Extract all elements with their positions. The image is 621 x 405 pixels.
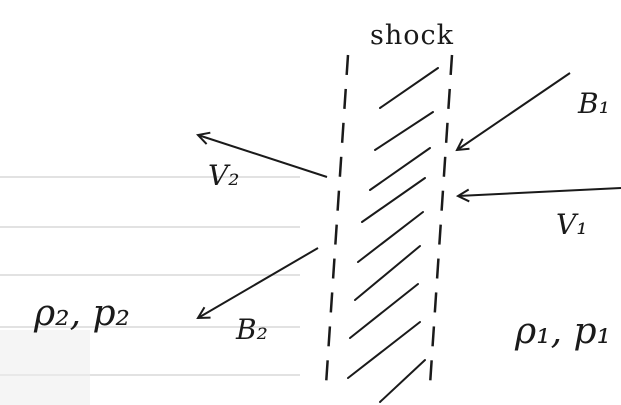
v1-label: V₁: [556, 208, 588, 241]
v2-arrow: [198, 135, 328, 178]
shock-left-boundary: [324, 54, 350, 386]
v1-arrow: [458, 187, 621, 196]
v2-label: V₂: [208, 159, 240, 192]
b2-arrow: [198, 247, 319, 318]
paper-shading: [0, 330, 90, 405]
shock-hatching: [347, 67, 439, 403]
b1-label: B₁: [578, 87, 610, 120]
shock-label: shock: [370, 20, 454, 51]
shock-right-boundary: [428, 54, 454, 386]
downstream-state-label: ρ₂, p₂: [34, 293, 130, 334]
b1-arrow: [457, 72, 571, 150]
upstream-state-label: ρ₁, p₁: [515, 311, 611, 352]
b2-label: B₂: [236, 313, 268, 346]
